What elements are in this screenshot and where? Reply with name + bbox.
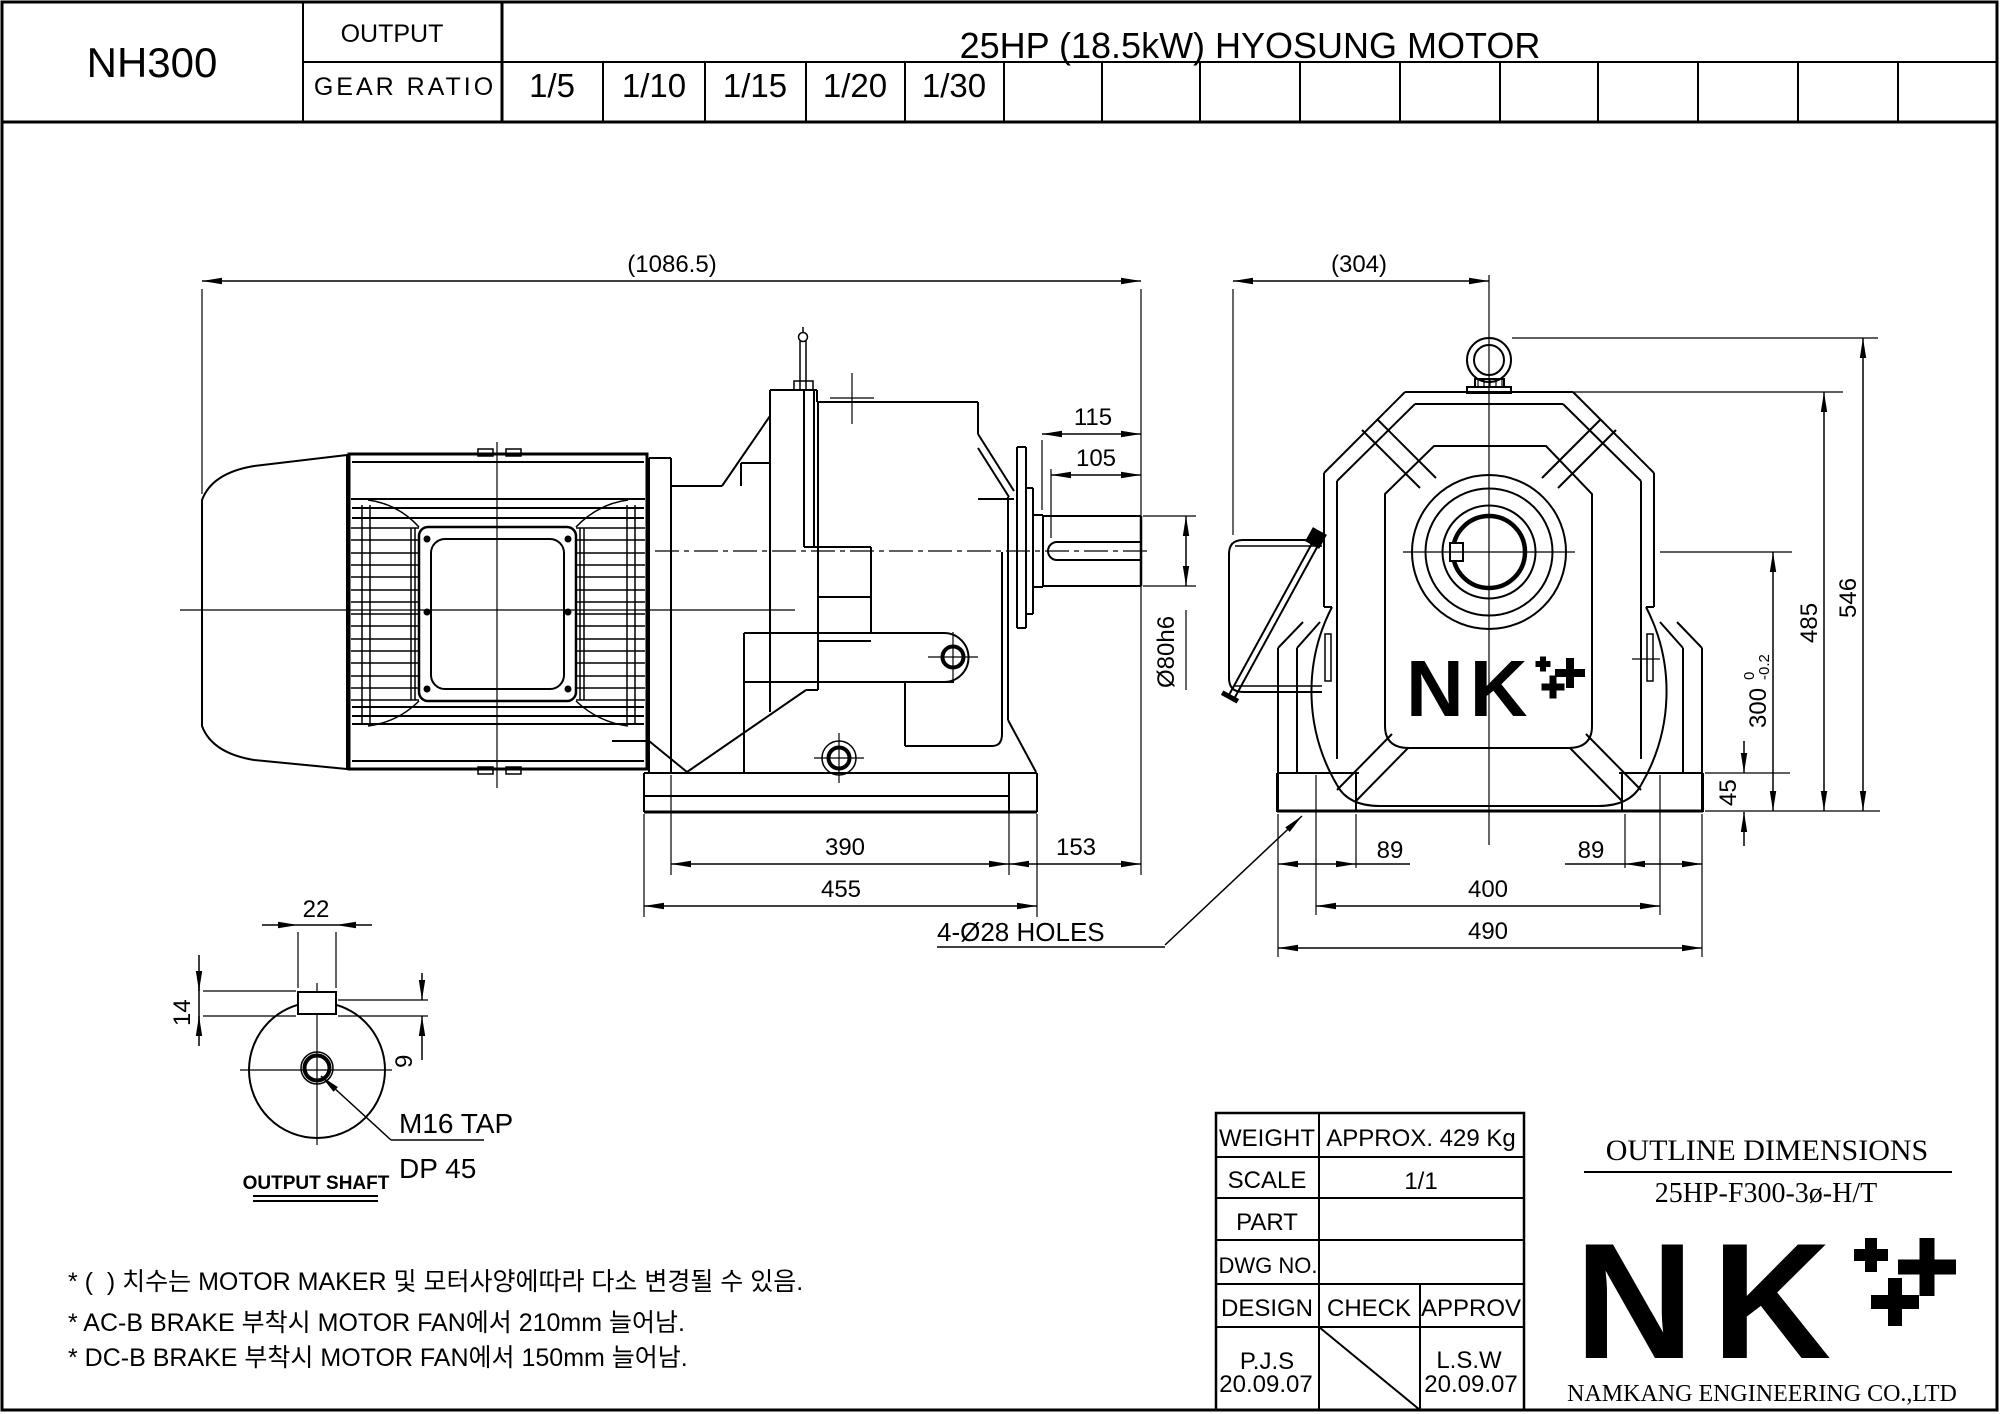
svg-text:89: 89 — [1578, 837, 1605, 864]
svg-text:(304): (304) — [1331, 251, 1387, 278]
svg-text:DP 45: DP 45 — [399, 1153, 476, 1184]
svg-text:20.09.07: 20.09.07 — [1424, 1371, 1517, 1398]
svg-text:(1086.5): (1086.5) — [627, 251, 716, 278]
svg-text:390: 390 — [825, 834, 865, 861]
svg-text:22: 22 — [303, 896, 330, 923]
svg-text:WEIGHT: WEIGHT — [1219, 1125, 1315, 1152]
svg-text:SCALE: SCALE — [1228, 1167, 1307, 1194]
svg-text:45: 45 — [1715, 779, 1742, 806]
svg-text:1/10: 1/10 — [622, 67, 686, 104]
svg-text:9: 9 — [391, 1055, 418, 1068]
svg-text:153: 153 — [1056, 834, 1096, 861]
svg-text:P.J.S: P.J.S — [1240, 1348, 1294, 1375]
svg-text:NK: NK — [1575, 1209, 1849, 1393]
svg-text:1/20: 1/20 — [823, 67, 887, 104]
svg-text:490: 490 — [1468, 918, 1508, 945]
svg-text:NK: NK — [1406, 644, 1534, 733]
svg-text:485: 485 — [1796, 603, 1823, 643]
svg-text:105: 105 — [1076, 445, 1116, 472]
svg-text:DWG NO.: DWG NO. — [1219, 1253, 1318, 1278]
svg-text:455: 455 — [821, 876, 861, 903]
svg-text:1/30: 1/30 — [922, 67, 986, 104]
svg-text:546: 546 — [1835, 578, 1862, 618]
svg-text:APPROV: APPROV — [1421, 1295, 1521, 1322]
svg-text:OUTLINE DIMENSIONS: OUTLINE DIMENSIONS — [1606, 1134, 1928, 1167]
svg-text:89: 89 — [1377, 837, 1404, 864]
svg-text:25HP (18.5kW) HYOSUNG MOTOR: 25HP (18.5kW) HYOSUNG MOTOR — [960, 25, 1541, 66]
svg-text:GEAR RATIO: GEAR RATIO — [314, 73, 496, 101]
svg-text:1/15: 1/15 — [723, 67, 787, 104]
svg-text:NAMKANG ENGINEERING CO.,LTD: NAMKANG ENGINEERING CO.,LTD — [1567, 1381, 1957, 1407]
svg-text:4-Ø28 HOLES: 4-Ø28 HOLES — [937, 917, 1105, 947]
svg-text:* ( ) 치수는 MOTOR MAKER 및 모터사양에: * ( ) 치수는 MOTOR MAKER 및 모터사양에따라 다소 변경될 수… — [68, 1268, 803, 1296]
svg-text:* DC-B BRAKE 부착시 MOTOR FAN에서 1: * DC-B BRAKE 부착시 MOTOR FAN에서 150mm 늘어남. — [68, 1344, 688, 1372]
svg-text:L.S.W: L.S.W — [1436, 1347, 1502, 1374]
svg-text:Ø80h6: Ø80h6 — [1153, 616, 1180, 688]
svg-text:0: 0 — [1741, 672, 1758, 680]
svg-text:-0.2: -0.2 — [1756, 654, 1773, 680]
svg-text:PART: PART — [1236, 1209, 1298, 1236]
svg-text:1/5: 1/5 — [529, 67, 575, 104]
svg-text:NH300: NH300 — [87, 39, 218, 86]
svg-text:APPROX. 429 Kg: APPROX. 429 Kg — [1326, 1125, 1515, 1152]
svg-text:115: 115 — [1074, 404, 1112, 431]
svg-text:14: 14 — [169, 999, 196, 1026]
svg-text:CHECK: CHECK — [1327, 1295, 1411, 1322]
svg-text:OUTPUT SHAFT: OUTPUT SHAFT — [243, 1173, 390, 1194]
svg-text:1/1: 1/1 — [1404, 1168, 1437, 1195]
svg-text:300: 300 — [1745, 688, 1772, 728]
svg-text:DESIGN: DESIGN — [1221, 1295, 1313, 1322]
svg-text:* AC-B BRAKE 부착시 MOTOR FAN에서 2: * AC-B BRAKE 부착시 MOTOR FAN에서 210mm 늘어남. — [68, 1309, 685, 1337]
svg-text:400: 400 — [1468, 876, 1508, 903]
svg-text:M16 TAP: M16 TAP — [399, 1108, 513, 1139]
svg-text:OUTPUT: OUTPUT — [341, 20, 444, 48]
svg-text:20.09.07: 20.09.07 — [1219, 1371, 1312, 1398]
svg-text:25HP-F300-3ø-H/T: 25HP-F300-3ø-H/T — [1655, 1178, 1877, 1209]
